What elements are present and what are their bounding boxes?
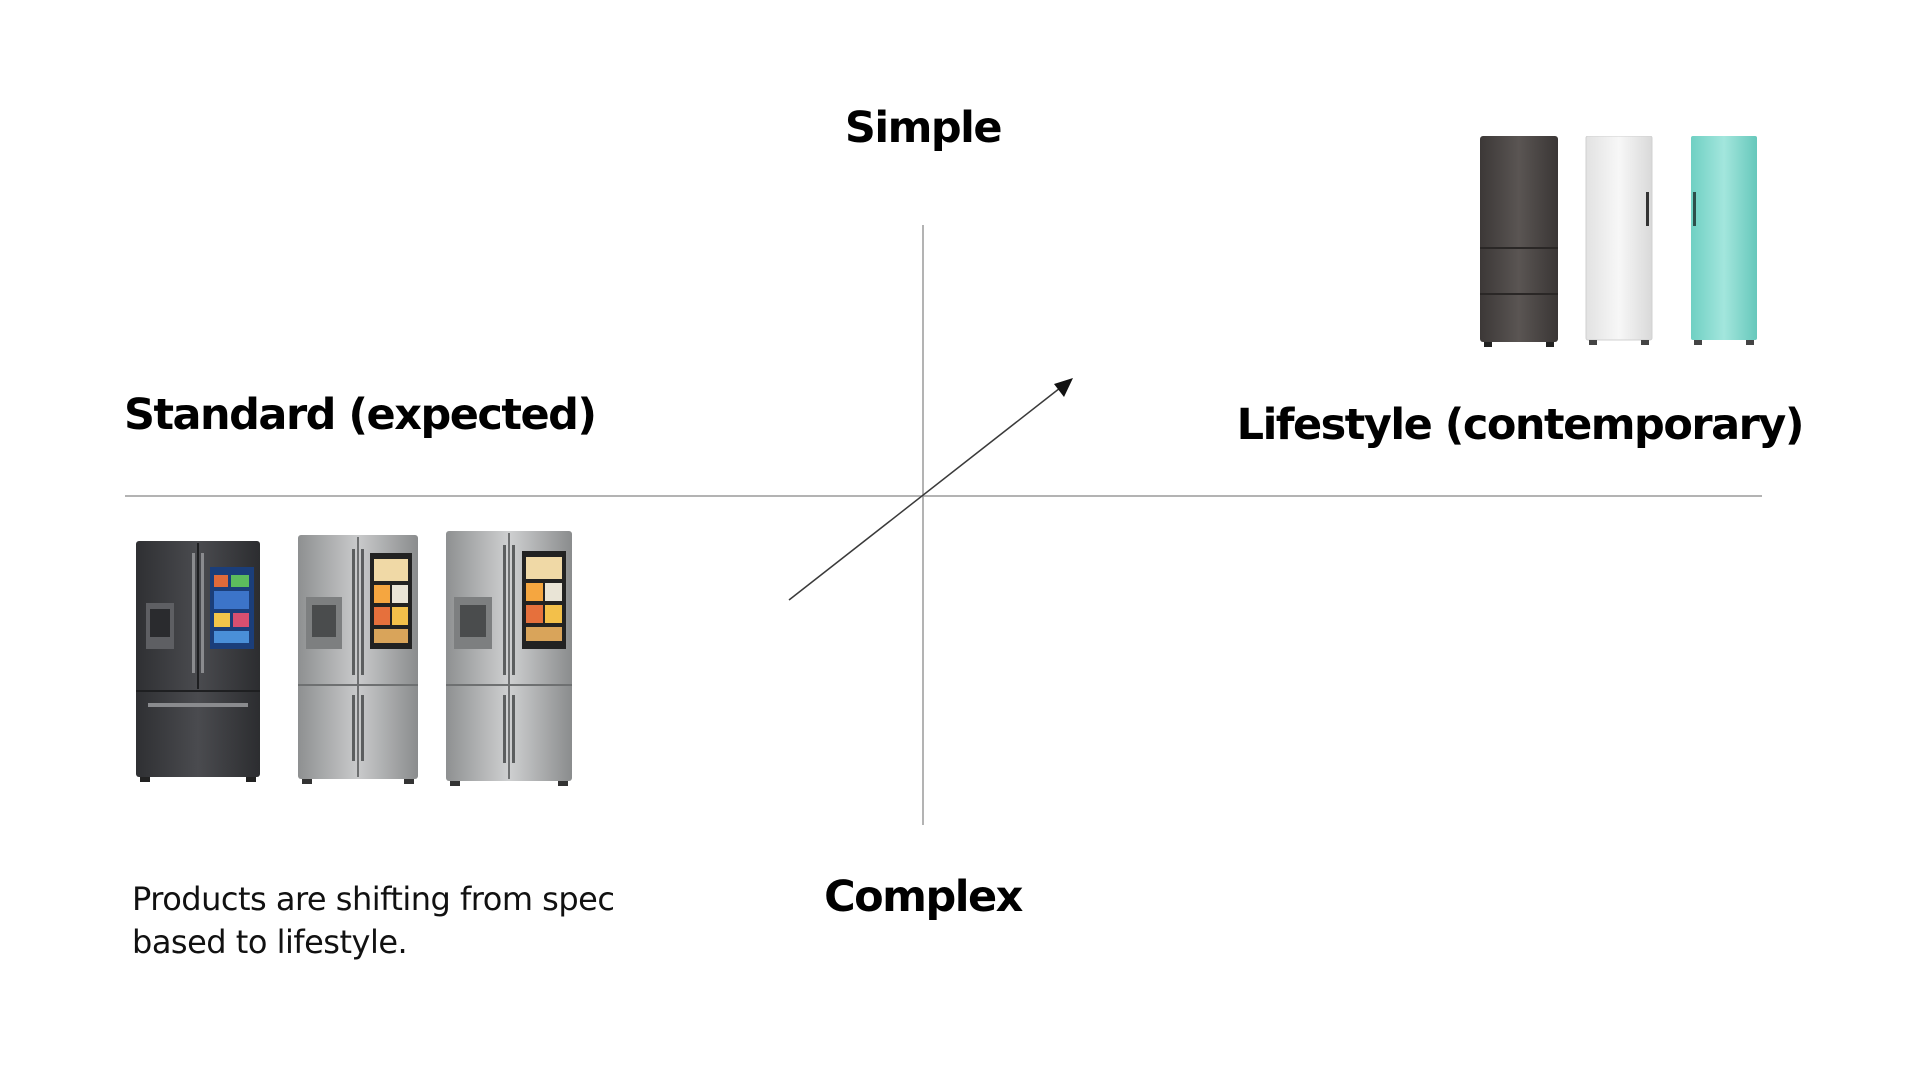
caption-line-2: based to lifestyle. [132, 923, 408, 961]
lifestyle-fridges [1478, 134, 1768, 349]
white-column-fridge-icon [1585, 136, 1653, 345]
axis-label-lifestyle: Lifestyle (contemporary) [1236, 400, 1805, 450]
mint-column-fridge-icon [1691, 136, 1757, 345]
caption: Products are shifting from spec based to… [132, 878, 692, 964]
trend-arrow-head [1054, 378, 1073, 397]
standard-fridges [134, 531, 578, 791]
trend-arrow-line [788, 387, 1061, 601]
silver-smart-four-door-fridge-icon [298, 535, 418, 784]
black-smart-french-door-fridge-icon [136, 541, 260, 782]
silver-smart-four-door-fridge-icon [446, 531, 572, 786]
caption-line-1: Products are shifting from spec [132, 880, 615, 918]
axis-label-standard: Standard (expected) [124, 390, 597, 440]
dark-kimchi-fridge-icon [1480, 136, 1558, 347]
axis-label-simple: Simple [844, 103, 1003, 153]
axis-label-complex: Complex [824, 872, 1023, 922]
